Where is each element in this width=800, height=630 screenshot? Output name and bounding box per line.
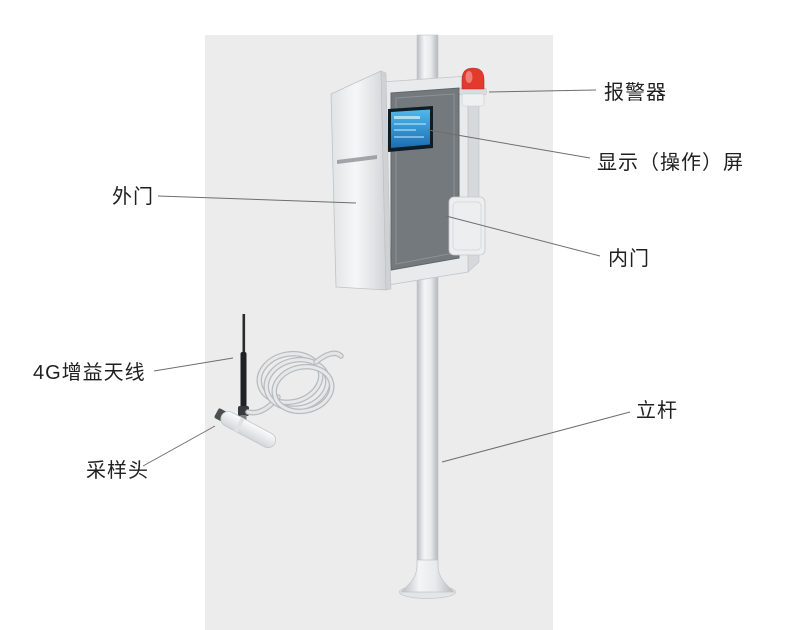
label-outer-door: 外门 <box>112 186 154 208</box>
label-display-screen: 显示（操作）屏 <box>597 152 744 174</box>
leader-alarm <box>488 89 597 93</box>
display-screen <box>388 106 433 152</box>
label-pole: 立杆 <box>636 400 678 422</box>
leader-pole <box>441 411 631 463</box>
leader-lines <box>142 89 631 467</box>
antenna-4g <box>238 314 344 420</box>
label-alarm: 报警器 <box>604 82 667 104</box>
pole-base <box>399 559 456 599</box>
antenna-rod <box>240 352 247 408</box>
label-inner-door: 内门 <box>608 248 650 270</box>
antenna-rod-tip <box>242 314 246 356</box>
alarm-beacon <box>459 67 487 107</box>
leader-outer-door <box>157 195 357 204</box>
label-sampling-head: 采样头 <box>86 460 149 482</box>
label-antenna-4g: 4G增益天线 <box>33 362 146 384</box>
door-sticker-text <box>337 155 377 164</box>
outer-door <box>330 70 392 291</box>
leader-display <box>427 129 591 159</box>
leader-antenna <box>153 357 234 372</box>
side-module-box <box>448 196 486 256</box>
leader-inner-door <box>445 215 601 257</box>
cabinet-body <box>376 75 486 287</box>
leader-sampling-head <box>142 425 216 467</box>
alarm-dome <box>461 67 485 90</box>
sampling-head <box>214 408 277 449</box>
antenna-cable-coil <box>245 350 344 416</box>
